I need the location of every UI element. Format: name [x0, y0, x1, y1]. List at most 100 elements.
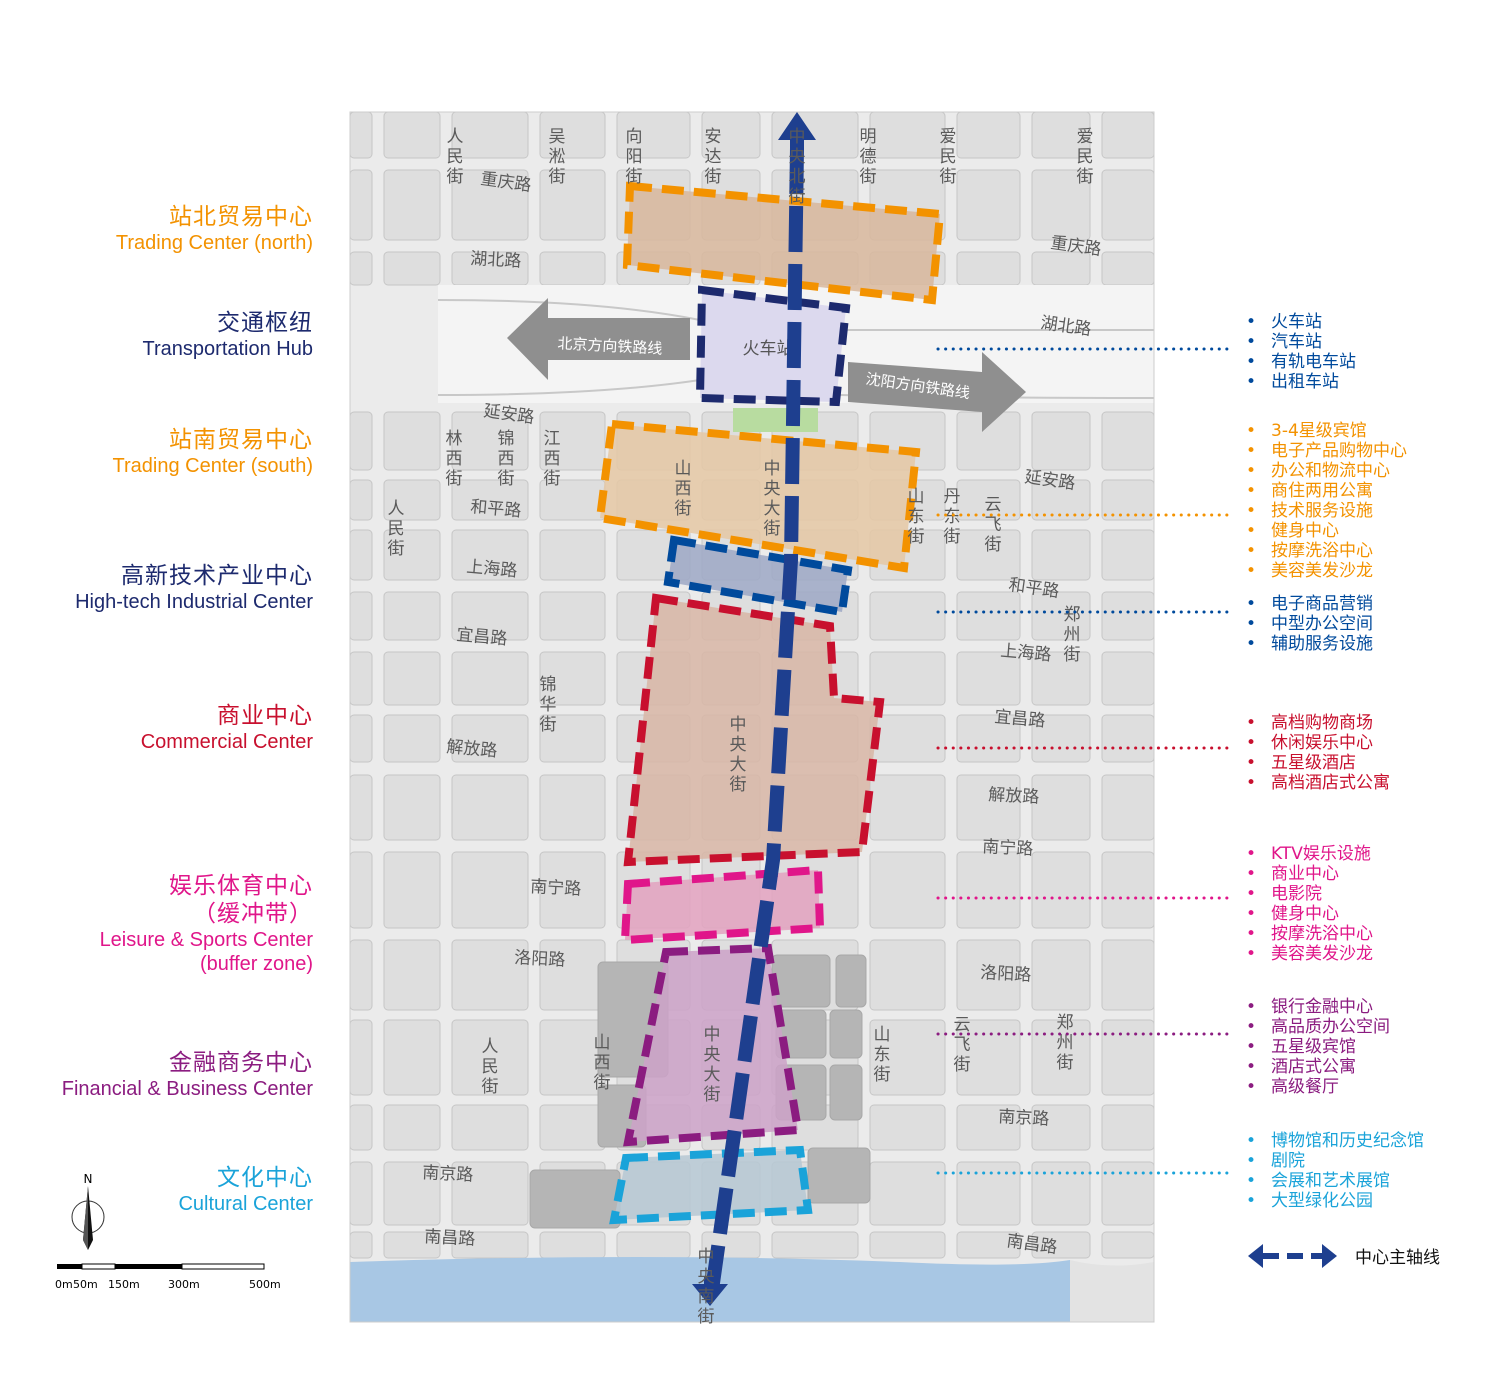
street-label-vertical: 爱民街	[1077, 127, 1094, 187]
city-block	[869, 714, 946, 763]
city-block	[616, 112, 691, 159]
city-block	[1101, 939, 1154, 1011]
rail-arrow-west	[507, 298, 690, 380]
city-block	[383, 411, 441, 471]
street-label: 和平路	[470, 497, 523, 521]
zone-en: High-tech Industrial Center	[75, 591, 313, 613]
city-block	[869, 591, 946, 641]
zone-cultural	[609, 1145, 813, 1225]
city-block	[869, 112, 946, 159]
city-block	[956, 1104, 1021, 1151]
city-block	[1101, 1019, 1154, 1096]
city-block	[1031, 411, 1091, 471]
station-plaza	[733, 408, 818, 432]
zone-label-trading-south: 站南贸易中心 Trading Center (south)	[113, 426, 313, 478]
street-label-vertical: 向阳街	[626, 127, 643, 187]
zone-trading-north	[622, 181, 945, 305]
city-block	[956, 479, 1021, 521]
city-block	[1031, 1104, 1091, 1151]
north-label: N	[84, 1172, 93, 1186]
city-block	[1031, 169, 1091, 241]
city-block	[956, 774, 1021, 841]
city-block	[350, 939, 373, 1011]
city-block	[350, 714, 373, 763]
feature-item: 五星级酒店	[1246, 753, 1390, 773]
street-label: 南宁路	[982, 837, 1034, 860]
feature-item: 五星级宾馆	[1246, 1037, 1390, 1057]
city-block	[956, 651, 1021, 706]
city-block	[350, 479, 373, 521]
features-cultural: 博物馆和历史纪念馆 剧院 会展和艺术展馆 大型绿化公园	[1246, 1131, 1424, 1211]
feature-item: 商住两用公寓	[1246, 481, 1407, 501]
city-block	[1101, 169, 1154, 241]
zone-label-financial: 金融商务中心 Financial & Business Center	[62, 1049, 313, 1101]
scale-0: 0m	[55, 1278, 73, 1291]
city-block	[350, 651, 373, 706]
city-block	[701, 112, 761, 159]
city-block	[1101, 479, 1154, 521]
axis-legend: 中心主轴线	[1248, 1244, 1440, 1268]
city-block	[350, 1161, 373, 1226]
street-label-vertical: 明德街	[860, 127, 877, 187]
built-block	[835, 954, 867, 1008]
city-block	[956, 1019, 1021, 1096]
city-block	[539, 651, 606, 706]
city-block	[539, 529, 606, 581]
street-label-vertical: 中央大街	[764, 459, 781, 539]
city-block	[956, 112, 1021, 159]
zone-cn: 交通枢纽	[217, 310, 313, 336]
city-block	[539, 591, 606, 641]
city-block	[1101, 1104, 1154, 1151]
city-block	[1031, 939, 1091, 1011]
station-label: 火车站	[743, 339, 794, 359]
city-block	[350, 411, 373, 471]
street-label-vertical: 云飞街	[985, 495, 1002, 555]
city-block	[1101, 112, 1154, 159]
zone-trading-south	[595, 419, 921, 573]
city-block	[383, 169, 441, 241]
city-block	[616, 1231, 691, 1259]
feature-item: 按摩洗浴中心	[1246, 541, 1407, 561]
street-label-vertical: 中央大街	[730, 715, 747, 795]
city-block	[350, 112, 373, 159]
city-block	[1031, 112, 1091, 159]
city-block	[1031, 479, 1091, 521]
city-block	[1101, 714, 1154, 763]
scale-50: 50m	[73, 1278, 98, 1291]
city-block	[383, 479, 441, 521]
city-block	[451, 112, 529, 159]
city-block	[869, 1161, 946, 1226]
city-block	[383, 939, 441, 1011]
feature-item: 大型绿化公园	[1246, 1191, 1424, 1211]
city-block	[956, 851, 1021, 929]
city-block	[869, 1104, 946, 1151]
city-block	[1031, 714, 1091, 763]
city-block	[539, 112, 606, 159]
city-block	[451, 1161, 529, 1226]
feature-item: 剧院	[1246, 1151, 1424, 1171]
city-block	[350, 1019, 373, 1096]
city-block	[956, 591, 1021, 641]
city-block	[451, 479, 529, 521]
street-label-vertical: 吴淞街	[549, 127, 566, 187]
zone-en: Cultural Center	[178, 1193, 313, 1215]
built-block	[829, 1064, 863, 1121]
feature-item: KTV娱乐设施	[1246, 844, 1373, 864]
city-block	[383, 1231, 441, 1259]
street-label-vertical: 林西街	[446, 429, 463, 489]
city-block	[451, 1104, 529, 1151]
street-label-vertical: 锦华街	[540, 675, 557, 735]
axis-arrow-south	[692, 1276, 728, 1306]
zone-cn: 金融商务中心	[169, 1050, 313, 1076]
city-block	[771, 1231, 859, 1259]
city-block	[451, 1231, 529, 1259]
city-block	[1101, 851, 1154, 929]
feature-item: 汽车站	[1246, 332, 1356, 352]
city-block	[1031, 651, 1091, 706]
features-high-tech: 电子商品营销 中型办公空间 辅助服务设施	[1246, 594, 1373, 654]
city-block	[539, 169, 606, 241]
feature-item: 美容美发沙龙	[1246, 561, 1407, 581]
city-block	[956, 1161, 1021, 1226]
city-block	[451, 774, 529, 841]
feature-item: 办公和物流中心	[1246, 461, 1407, 481]
